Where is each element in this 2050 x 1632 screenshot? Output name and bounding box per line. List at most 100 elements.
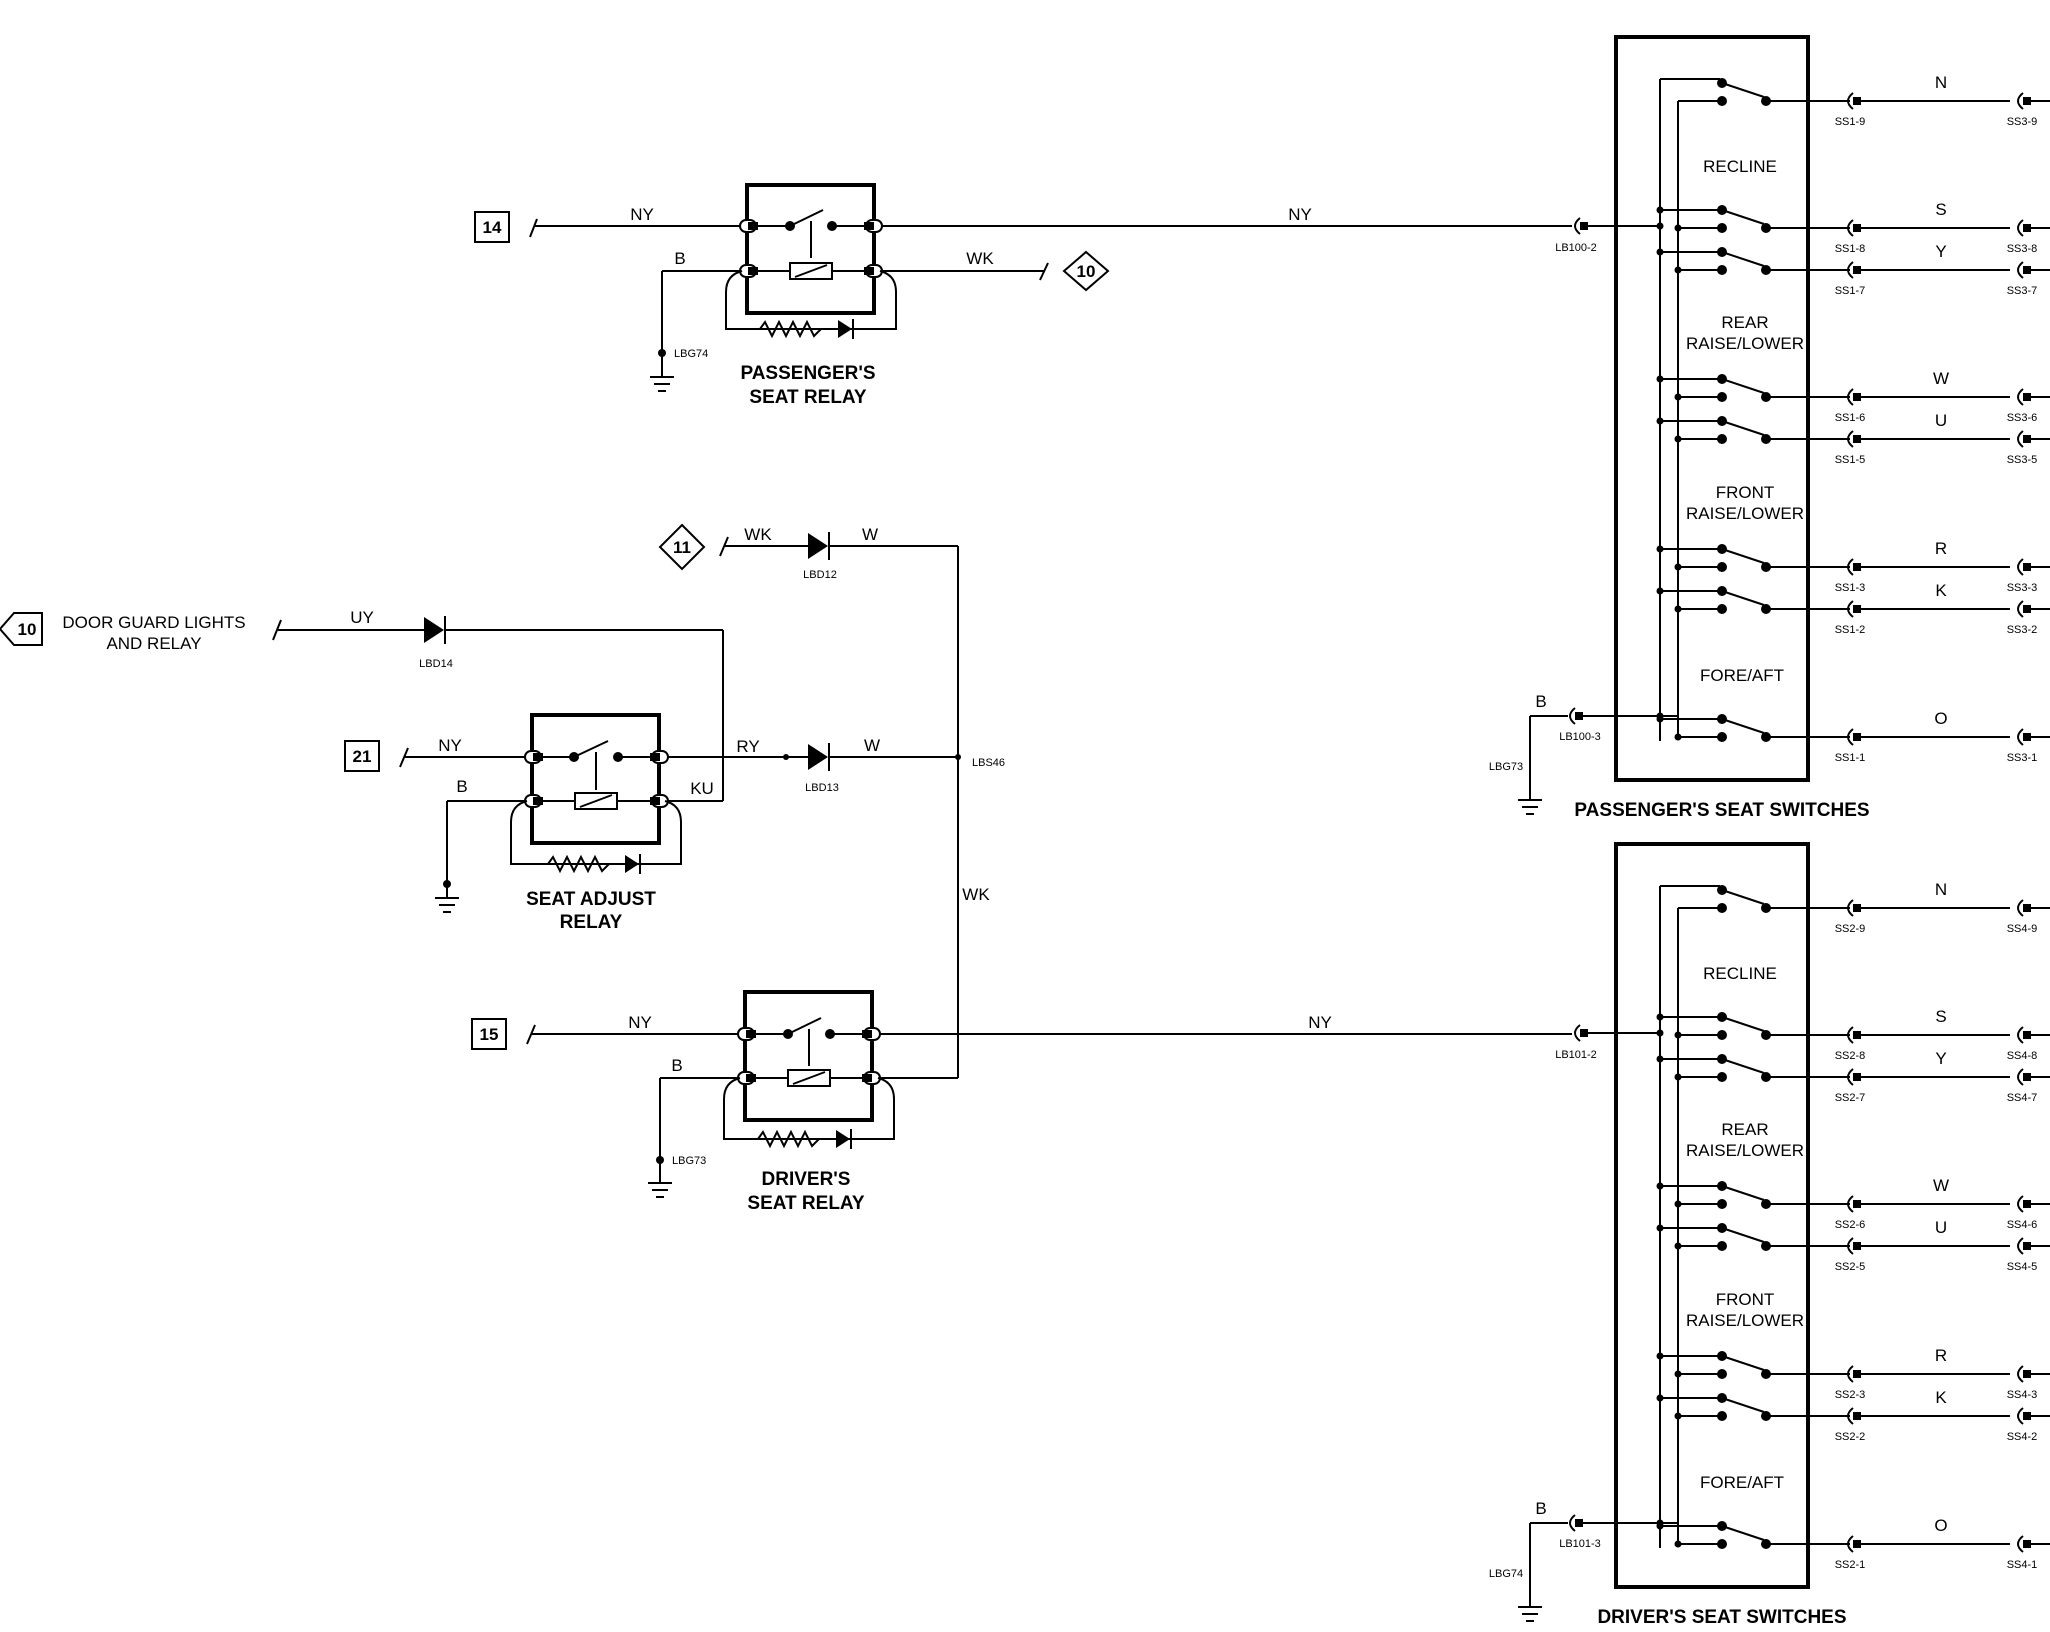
passenger-section-label: RAISE/LOWER [1686, 504, 1804, 523]
passenger-ground-connector: LB100-3 [1559, 731, 1601, 743]
wire-label-ny-passenger-main: NY [1288, 205, 1312, 224]
driver-connector-left: SS2-7 [1835, 1092, 1866, 1104]
diode-label-lbd13: LBD13 [805, 782, 839, 794]
driver-connector-right: SS4-9 [2007, 923, 2038, 935]
wire-label-b-passenger: B [674, 249, 685, 268]
driver-relay-label-1: DRIVER'S [762, 1169, 851, 1190]
driver-output-wire: O [1934, 1516, 1947, 1535]
ground-icon [648, 1182, 672, 1198]
passenger-output-wire: O [1934, 709, 1947, 728]
passenger-output-wire: N [1935, 73, 1947, 92]
passenger-section-label: FORE/AFT [1700, 666, 1784, 685]
driver-section-label: RECLINE [1703, 964, 1777, 983]
diode-network: 11 WK LBD12 W LBS46 WK RY LBD13 W 10 DOO… [0, 523, 1005, 1034]
wire-label-ry: RY [736, 737, 759, 756]
passenger-output-wire: W [1933, 369, 1949, 388]
driver-section-label: RAISE/LOWER [1686, 1141, 1804, 1160]
passenger-output-wire: S [1935, 200, 1946, 219]
passenger-ground-label: LBG73 [1489, 761, 1523, 773]
driver-output-wire: U [1935, 1218, 1947, 1237]
passenger-output-wire: Y [1935, 242, 1946, 261]
diode-lbd12-icon [808, 533, 828, 559]
passenger-section-label: RAISE/LOWER [1686, 334, 1804, 353]
driver-section-label: RAISE/LOWER [1686, 1311, 1804, 1330]
passenger-connector-right: SS3-9 [2007, 116, 2038, 128]
ground-label-lbg74: LBG74 [674, 348, 708, 360]
seat-adjust-relay-label-1: SEAT ADJUST [526, 889, 656, 910]
passenger-ground-wire-label: B [1535, 692, 1546, 711]
passenger-connector-right: SS3-5 [2007, 454, 2038, 466]
seat-adjust-relay-label-2: RELAY [560, 912, 623, 933]
driver-panel-title: DRIVER'S SEAT SWITCHES [1597, 1607, 1846, 1628]
door-guard-label-1: DOOR GUARD LIGHTS [62, 613, 245, 632]
driver-section-label: REAR [1721, 1120, 1768, 1139]
wire-label-ny-14: NY [630, 205, 654, 224]
driver-relay-label-2: SEAT RELAY [747, 1193, 865, 1214]
ref-arrow-10 [0, 612, 43, 646]
ref-box-15-label: 15 [480, 1025, 499, 1044]
passenger-connector-right: SS3-2 [2007, 624, 2038, 636]
ref-diamond-11 [658, 523, 706, 571]
passenger-seat-relay: PASSENGER'S SEAT RELAY [725, 183, 897, 408]
passenger-connector-left: SS1-7 [1835, 285, 1866, 297]
wire-label-ny-15: NY [628, 1013, 652, 1032]
wire-label-wk-11: WK [744, 525, 772, 544]
driver-ground-wire-label: B [1535, 1499, 1546, 1518]
passenger-feed-connector: LB100-2 [1555, 242, 1597, 254]
passenger-connector-right: SS3-7 [2007, 285, 2038, 297]
ref-box-14 [474, 211, 510, 243]
diode-label-lbd14: LBD14 [419, 658, 453, 670]
passenger-connector-right: SS3-6 [2007, 412, 2038, 424]
driver-connector-left: SS2-6 [1835, 1219, 1866, 1231]
passenger-connector-left: SS1-2 [1835, 624, 1866, 636]
driver-feed-connector: LB101-2 [1555, 1049, 1597, 1061]
driver-connector-left: SS2-2 [1835, 1431, 1866, 1443]
driver-ground-label: LBG74 [1489, 1568, 1523, 1580]
driver-panel-frame [1614, 842, 1810, 1589]
wire-label-w-lbd13: W [864, 736, 880, 755]
ground-icon [435, 897, 459, 913]
passenger-connector-left: SS1-6 [1835, 412, 1866, 424]
passenger-section-label: FRONT [1716, 483, 1775, 502]
passenger-seat-switches: RECLINE REAR RAISE/LOWER FRONT RAISE/LOWER FO… [1489, 35, 2050, 821]
passenger-relay-label-1: PASSENGER'S [740, 363, 875, 384]
passenger-panel-title: PASSENGER'S SEAT SWITCHES [1574, 800, 1869, 821]
diode-lbd13-icon [808, 744, 828, 770]
wire-label-wk-10: WK [966, 249, 994, 268]
wire-label-b-driver: B [671, 1056, 682, 1075]
driver-ground-connector: LB101-3 [1559, 1538, 1601, 1550]
passenger-output-wire: U [1935, 411, 1947, 430]
passenger-connector-left: SS1-9 [1835, 116, 1866, 128]
ground-label-lbg73: LBG73 [672, 1155, 706, 1167]
driver-seat-relay: DRIVER'S SEAT RELAY 15 NY B LBG73 NY [471, 990, 1572, 1214]
passenger-relay-box [745, 183, 876, 315]
driver-connector-left: SS2-1 [1835, 1559, 1866, 1571]
passenger-connector-right: SS3-8 [2007, 243, 2038, 255]
wire-label-ny-driver-main: NY [1308, 1013, 1332, 1032]
driver-output-wire: W [1933, 1176, 1949, 1195]
driver-connector-right: SS4-1 [2007, 1559, 2038, 1571]
passenger-section-label: REAR [1721, 313, 1768, 332]
driver-connector-right: SS4-5 [2007, 1261, 2038, 1273]
driver-seat-switches: RECLINEREARRAISE/LOWERFRONTRAISE/LOWERFO… [1489, 842, 2050, 1628]
splice-label-lbs46: LBS46 [972, 757, 1005, 769]
ref-box-15 [471, 1018, 507, 1050]
door-guard-label-2: AND RELAY [106, 634, 201, 653]
ref-arrow-10-label: 10 [18, 620, 37, 639]
passenger-relay-label-2: SEAT RELAY [749, 387, 867, 408]
driver-connector-right: SS4-8 [2007, 1050, 2038, 1062]
ground-icon [1518, 799, 1542, 815]
diode-lbd14-icon [424, 617, 444, 643]
passenger-connector-left: SS1-1 [1835, 752, 1866, 764]
driver-connector-right: SS4-6 [2007, 1219, 2038, 1231]
passenger-connector-right: SS3-1 [2007, 752, 2038, 764]
driver-output-wire: N [1935, 880, 1947, 899]
passenger-connector-left: SS1-5 [1835, 454, 1866, 466]
wire-label-wk-vertical: WK [962, 885, 990, 904]
passenger-relay-feed: 14 NY B LBG74 WK 10 NY [474, 205, 1572, 392]
driver-connector-right: SS4-2 [2007, 1431, 2038, 1443]
wire-label-uy: UY [350, 608, 374, 627]
passenger-section-label: RECLINE [1703, 157, 1777, 176]
driver-connector-left: SS2-8 [1835, 1050, 1866, 1062]
